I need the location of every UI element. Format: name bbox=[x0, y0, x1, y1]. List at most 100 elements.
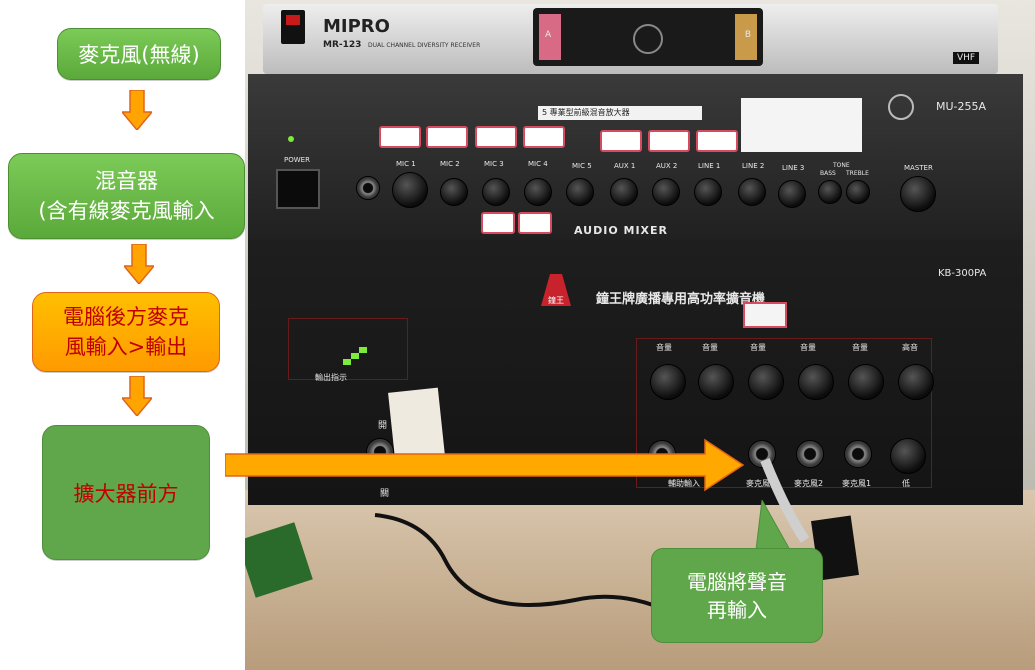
channel-label-line3: LINE 3 bbox=[782, 164, 805, 172]
receiver-band: VHF bbox=[953, 52, 980, 64]
channel-label-line2: LINE 2 bbox=[742, 162, 765, 170]
receiver-description: DUAL CHANNEL DIVERSITY RECEIVER bbox=[368, 42, 481, 49]
mic-name-tag bbox=[379, 126, 421, 148]
aux-name-tag bbox=[696, 130, 738, 152]
amp-volume-knob-5[interactable] bbox=[848, 364, 884, 400]
mixer-asset-tag bbox=[741, 98, 862, 152]
flow-step-pc-line1: 電腦後方麥克 bbox=[63, 305, 189, 329]
channel-label-mic5: MIC 5 bbox=[572, 162, 592, 170]
volume-label-4: 音量 bbox=[800, 343, 816, 352]
flow-step-pc-line2: 風輸入>輸出 bbox=[64, 335, 188, 359]
mixer-knob-mic5[interactable] bbox=[566, 178, 594, 206]
channel-label-aux2: AUX 2 bbox=[656, 162, 678, 170]
amp-volume-knob-1[interactable] bbox=[650, 364, 686, 400]
mixer-knob-bass[interactable] bbox=[818, 180, 842, 204]
mic1-input-jack[interactable] bbox=[844, 440, 872, 468]
down-arrow-icon bbox=[124, 244, 154, 284]
channel-label-master: MASTER bbox=[904, 164, 933, 172]
flow-step-mixer-line2: (含有線麥克風輸入 bbox=[38, 199, 215, 223]
channel-label-mic2: MIC 2 bbox=[440, 160, 460, 168]
mixer-logo-icon bbox=[888, 94, 914, 120]
right-arrow-icon bbox=[225, 438, 745, 492]
mixer-power-button[interactable] bbox=[276, 169, 320, 209]
mic1-input-label: 麥克風1 bbox=[842, 479, 872, 488]
equipment-photo: MIPRO MR-123 DUAL CHANNEL DIVERSITY RECE… bbox=[245, 0, 1035, 670]
amp-treble-knob[interactable] bbox=[898, 364, 934, 400]
output-indicator-panel bbox=[288, 318, 408, 380]
mic2-input-label: 麥克風2 bbox=[794, 479, 824, 488]
bass-label: 低 bbox=[902, 479, 910, 488]
channel-label-mic1: MIC 1 bbox=[396, 160, 416, 168]
power-off-label: 關 bbox=[380, 489, 390, 499]
mixer-knob-line1[interactable] bbox=[694, 178, 722, 206]
table-surface bbox=[245, 490, 1035, 670]
audio-cable bbox=[245, 458, 810, 642]
channel-label-treble: TREBLE bbox=[846, 170, 869, 177]
volume-label-5: 音量 bbox=[852, 343, 868, 352]
mixer-knob-master[interactable] bbox=[900, 176, 936, 212]
channel-label-tone: TONE bbox=[833, 162, 850, 169]
treble-label: 高音 bbox=[902, 343, 918, 352]
mixer-knob-mic2[interactable] bbox=[440, 178, 468, 206]
power-on-label: 開 bbox=[378, 421, 388, 431]
amp-name-tag bbox=[743, 302, 787, 328]
aux-name-tag bbox=[600, 130, 642, 152]
audio-mixer: MU-255A 5 專業型前級混音放大器 POWER MIC 1 MIC 2 M… bbox=[248, 74, 1023, 242]
mic-name-tag bbox=[426, 126, 468, 148]
flow-step-amplifier-label: 擴大器前方 bbox=[73, 481, 179, 506]
mixer-knob-mic4[interactable] bbox=[524, 178, 552, 206]
mixer-power-label: POWER bbox=[284, 156, 310, 164]
receiver-channel-a: A bbox=[545, 30, 552, 40]
volume-label-3: 音量 bbox=[750, 343, 766, 352]
mic-name-tag bbox=[523, 126, 565, 148]
mixer-knob-treble[interactable] bbox=[846, 180, 870, 204]
mixer-title: AUDIO MIXER bbox=[574, 224, 669, 237]
amp-bass-knob[interactable] bbox=[890, 438, 926, 474]
mixer-knob-line2[interactable] bbox=[738, 178, 766, 206]
mic2-input-jack[interactable] bbox=[796, 440, 824, 468]
aux-input-label: 輔助輸入 bbox=[668, 479, 700, 488]
mic-name-tag bbox=[475, 126, 517, 148]
volume-label-2: 音量 bbox=[702, 343, 718, 352]
callout-line2: 再輸入 bbox=[707, 597, 767, 622]
receiver-display: A B bbox=[533, 8, 763, 66]
down-arrow-icon bbox=[122, 90, 152, 130]
mixer-knob-line3[interactable] bbox=[778, 180, 806, 208]
receiver-power-switch bbox=[281, 10, 305, 44]
channel-label-aux1: AUX 1 bbox=[614, 162, 636, 170]
flow-step-wireless-mic-label: 麥克風(無線) bbox=[78, 43, 200, 67]
amp-control-panel bbox=[636, 338, 932, 488]
callout-pc-reinput: 電腦將聲音 再輸入 bbox=[651, 548, 823, 643]
amp-title: 鐘王牌廣播專用高功率擴音機 bbox=[596, 292, 766, 307]
receiver-model: MR-123 bbox=[323, 40, 362, 50]
down-arrow-icon bbox=[122, 376, 152, 416]
flow-step-wireless-mic: 麥克風(無線) bbox=[57, 28, 221, 80]
amp-model: KB-300PA bbox=[938, 268, 987, 279]
mixer-model: MU-255A bbox=[936, 100, 987, 113]
mic-name-tag bbox=[518, 212, 552, 234]
channel-label-mic3: MIC 3 bbox=[484, 160, 504, 168]
flow-step-pc-mic-input: 電腦後方麥克 風輸入>輸出 bbox=[32, 292, 220, 372]
callout-line1: 電腦將聲音 bbox=[687, 569, 787, 594]
flow-step-amplifier-front: 擴大器前方 bbox=[42, 425, 210, 560]
amp-volume-knob-3[interactable] bbox=[748, 364, 784, 400]
receiver-brand: MIPRO bbox=[323, 16, 390, 37]
power-led-icon bbox=[288, 136, 294, 142]
flow-chart: 麥克風(無線) 混音器 (含有線麥克風輸入 電腦後方麥克 風輸入>輸出 擴大器前… bbox=[0, 0, 245, 670]
mixer-knob-aux1[interactable] bbox=[610, 178, 638, 206]
mic3-input-label: 麥克風3 bbox=[746, 479, 776, 488]
output-indicator-label: 輸出指示 bbox=[315, 373, 347, 382]
wireless-receiver: MIPRO MR-123 DUAL CHANNEL DIVERSITY RECE… bbox=[263, 4, 998, 74]
receiver-channel-b: B bbox=[744, 30, 751, 40]
amp-volume-knob-2[interactable] bbox=[698, 364, 734, 400]
volume-label-1: 音量 bbox=[656, 343, 672, 352]
channel-label-bass: BASS bbox=[820, 170, 836, 177]
mixer-input-jack[interactable] bbox=[356, 176, 380, 200]
channel-label-mic4: MIC 4 bbox=[528, 160, 548, 168]
mixer-knob-mic1[interactable] bbox=[392, 172, 428, 208]
mixer-knob-aux2[interactable] bbox=[652, 178, 680, 206]
mixer-knob-mic3[interactable] bbox=[482, 178, 510, 206]
flow-step-mixer: 混音器 (含有線麥克風輸入 bbox=[8, 153, 245, 239]
mic-name-tag bbox=[481, 212, 515, 234]
amp-volume-knob-4[interactable] bbox=[798, 364, 834, 400]
